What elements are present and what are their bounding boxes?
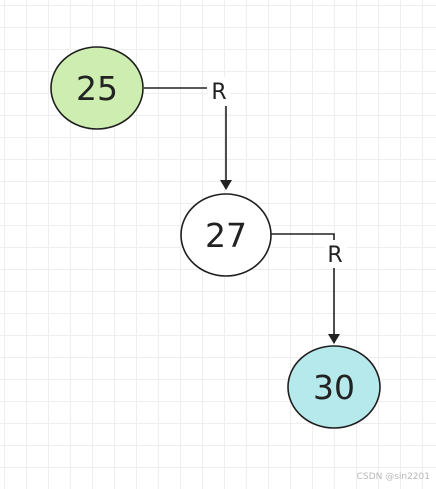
node-25[interactable]: 25 bbox=[50, 46, 144, 130]
node-circle bbox=[180, 193, 272, 277]
node-27[interactable]: 27 bbox=[180, 193, 272, 277]
node-circle bbox=[50, 46, 144, 130]
edge-label-bg bbox=[208, 77, 230, 105]
edge-label-bg bbox=[325, 239, 347, 267]
node-30[interactable]: 30 bbox=[287, 345, 381, 429]
node-label: 30 bbox=[313, 368, 355, 407]
edge-line-corner bbox=[324, 233, 335, 240]
edge-27-to-30: R bbox=[271, 233, 347, 344]
node-label: 25 bbox=[76, 69, 118, 108]
node-circle bbox=[287, 345, 381, 429]
node-label: 27 bbox=[205, 216, 247, 255]
edge-label-r: R bbox=[211, 80, 226, 105]
edge-25-to-27: R bbox=[144, 77, 232, 190]
edge-label-r: R bbox=[327, 243, 342, 268]
watermark-text: CSDN @sin2201 bbox=[356, 472, 430, 482]
